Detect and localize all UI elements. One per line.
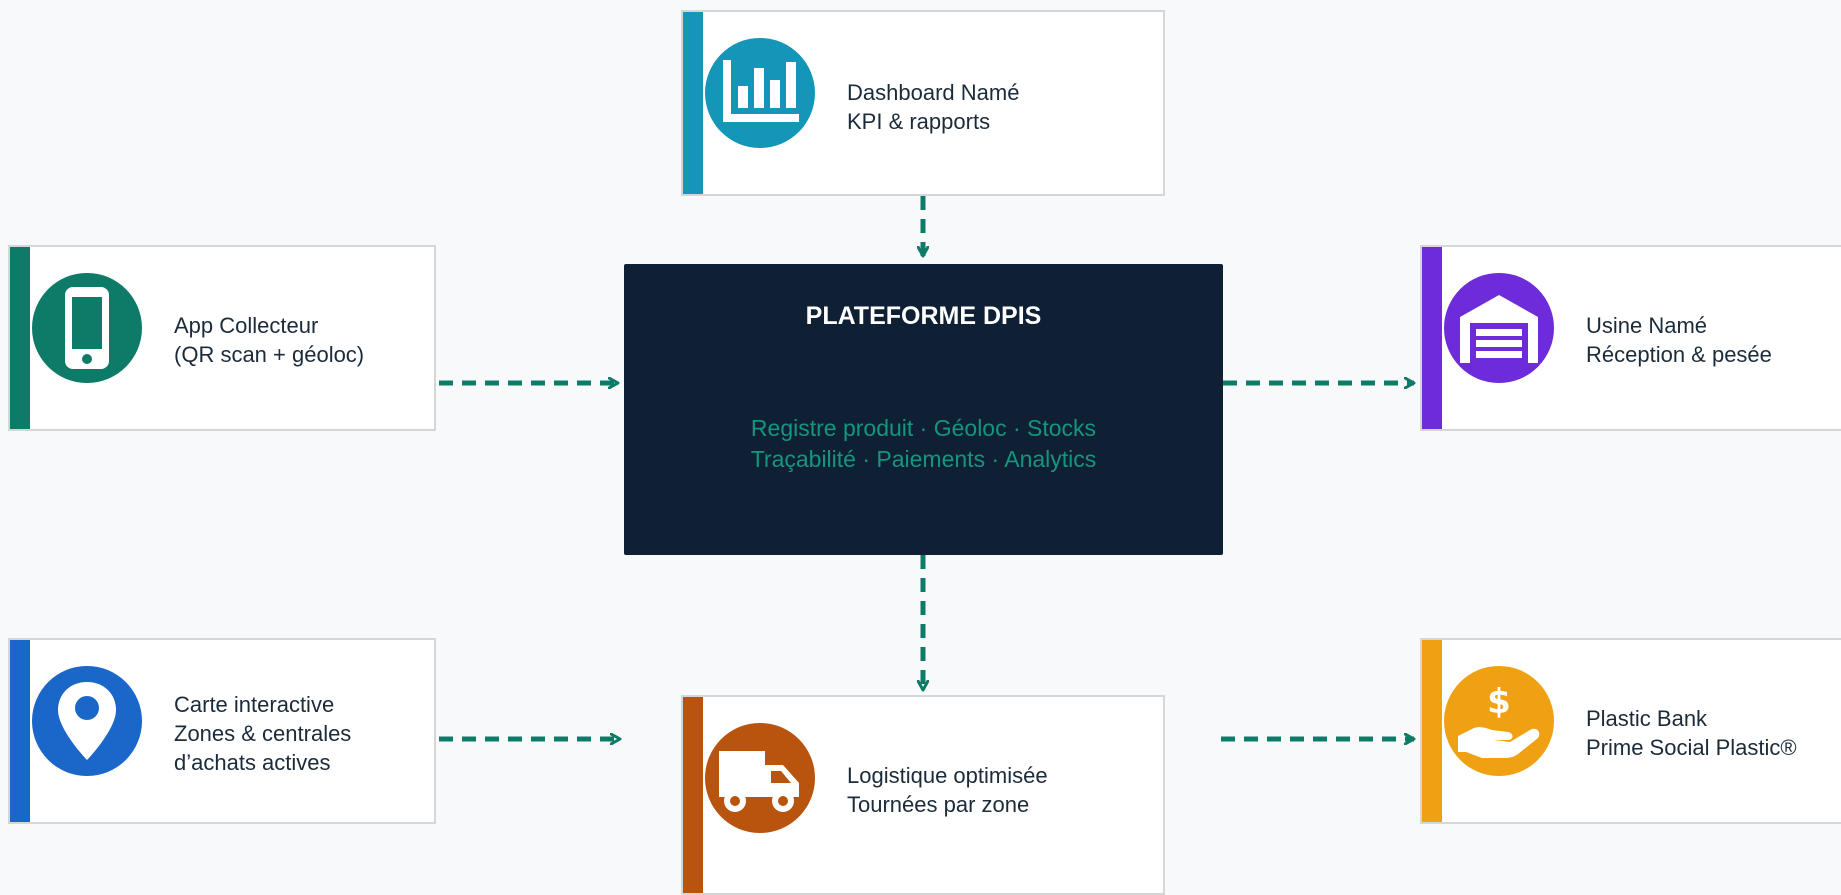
svg-text:$: $: [1487, 682, 1511, 722]
app-collecteur-card: App Collecteur (QR scan + géoloc): [8, 245, 436, 431]
dashboard-subtitle: KPI & rapports: [847, 109, 991, 134]
usine-text: Usine Namé Réception & pesée: [1586, 311, 1841, 369]
usine-title: Usine Namé: [1586, 313, 1708, 338]
carte-interactive-card: Carte interactive Zones & centrales d’ac…: [8, 638, 436, 824]
platform-features-line2: Traçabilité · Paiements · Analytics: [750, 446, 1097, 472]
warehouse-icon: [1444, 273, 1554, 383]
logistique-subtitle: Tournées par zone: [847, 792, 1030, 817]
dashboard-title: Dashboard Namé: [847, 80, 1020, 105]
carte-text: Carte interactive Zones & centrales d’ac…: [174, 690, 424, 777]
map-pin-icon: [32, 666, 142, 776]
card-accent: [683, 12, 703, 194]
smartphone-icon: [32, 273, 142, 383]
bar-chart-icon: [705, 38, 815, 148]
platform-box: PLATEFORME DPIS Registre produit · Géolo…: [624, 264, 1223, 555]
dashboard-text: Dashboard Namé KPI & rapports: [847, 78, 1153, 136]
card-accent: [1422, 640, 1442, 822]
app-collecteur-text: App Collecteur (QR scan + géoloc): [174, 311, 424, 369]
logistique-title: Logistique optimisée: [847, 763, 1048, 788]
carte-title: Carte interactive: [174, 692, 335, 717]
app-collecteur-title: App Collecteur: [174, 313, 319, 338]
plastic-bank-subtitle: Prime Social Plastic®: [1586, 735, 1797, 760]
card-accent: [683, 697, 703, 893]
plastic-bank-title: Plastic Bank: [1586, 706, 1708, 731]
carte-subtitle-2: d’achats actives: [174, 750, 331, 775]
card-accent: [1422, 247, 1442, 429]
plastic-bank-text: Plastic Bank Prime Social Plastic®: [1586, 704, 1841, 762]
hand-dollar-icon: $: [1444, 666, 1554, 776]
card-accent: [10, 247, 30, 429]
logistique-card: Logistique optimisée Tournées par zone: [681, 695, 1165, 895]
app-collecteur-subtitle: (QR scan + géoloc): [174, 342, 365, 367]
dashboard-card: Dashboard Namé KPI & rapports: [681, 10, 1165, 196]
truck-icon: [705, 723, 815, 833]
logistique-text: Logistique optimisée Tournées par zone: [847, 761, 1153, 819]
usine-card: Usine Namé Réception & pesée: [1420, 245, 1841, 431]
plastic-bank-card: $ Plastic Bank Prime Social Plastic®: [1420, 638, 1841, 824]
card-accent: [10, 640, 30, 822]
platform-title: PLATEFORME DPIS: [805, 302, 1042, 330]
carte-subtitle: Zones & centrales: [174, 721, 352, 746]
platform-features-line1: Registre produit · Géoloc · Stocks: [750, 415, 1097, 441]
usine-subtitle: Réception & pesée: [1586, 342, 1772, 367]
